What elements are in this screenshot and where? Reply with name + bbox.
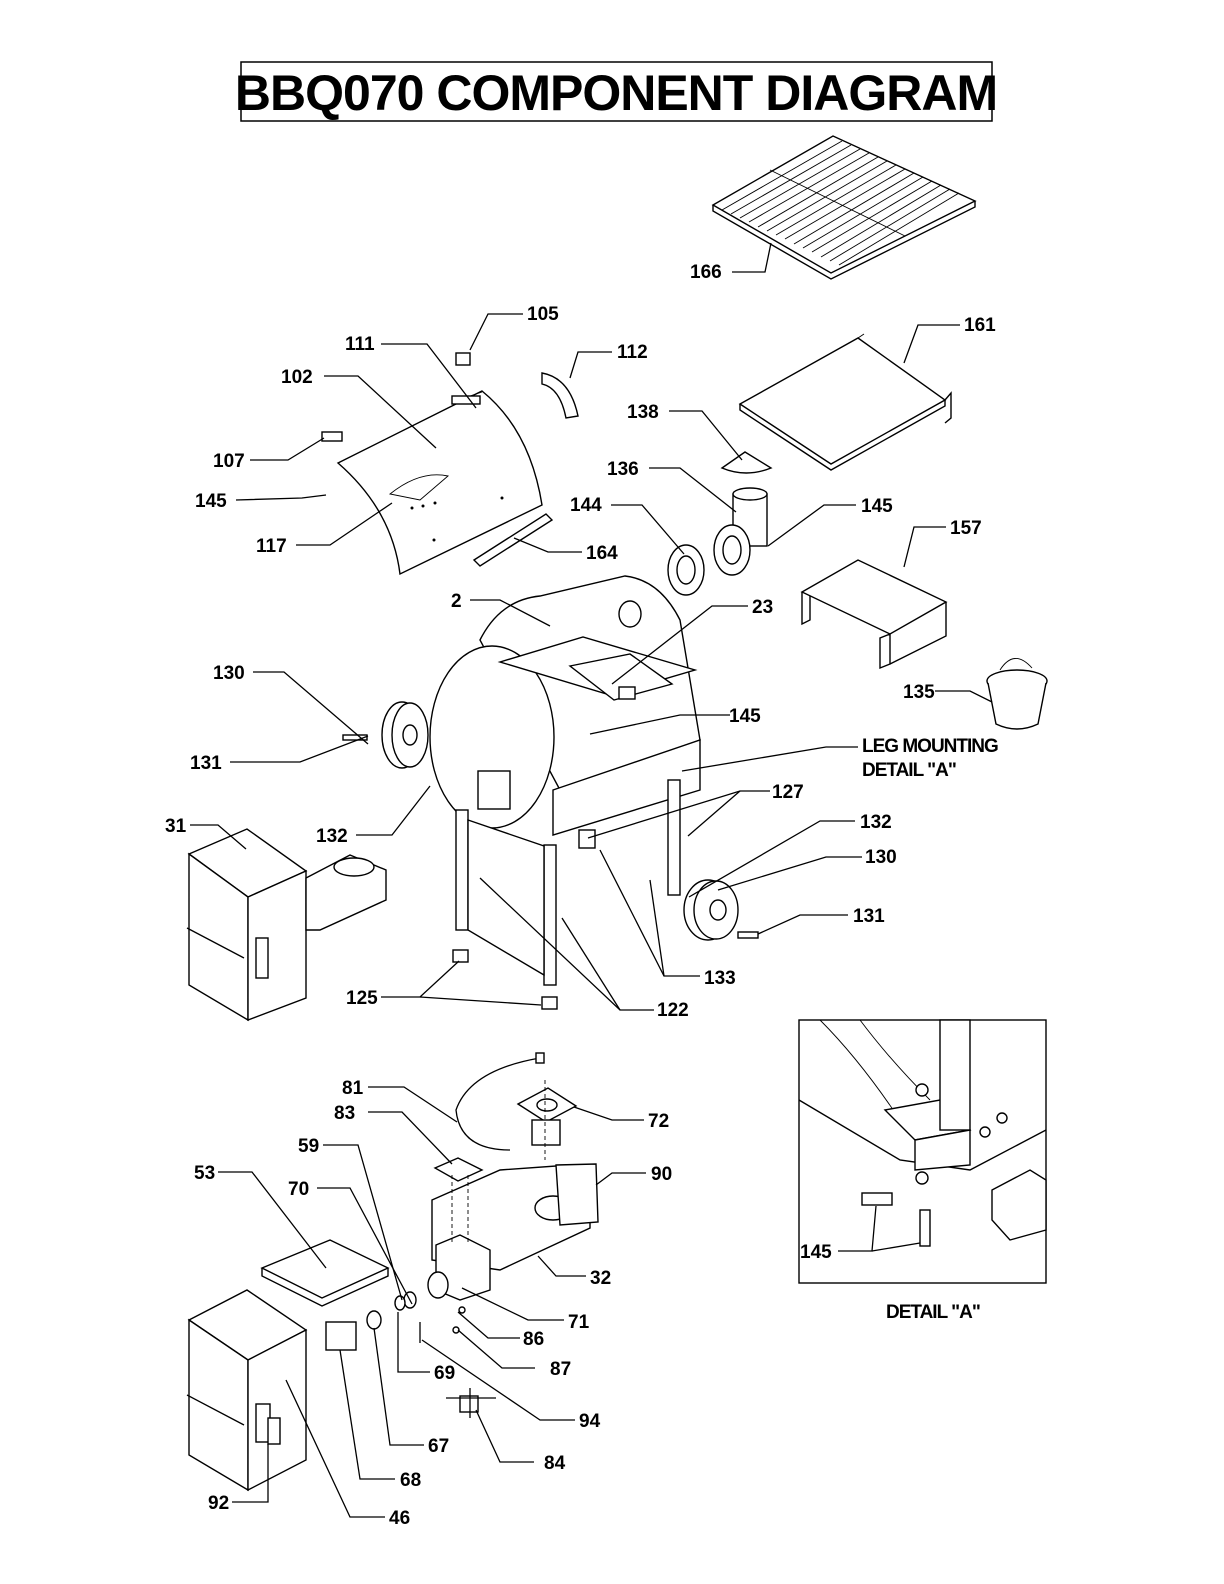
label-70: 70 [288,1179,309,1200]
label-136: 136 [607,459,639,480]
label-46: 46 [389,1508,410,1529]
label-69: 69 [434,1363,455,1384]
label-145-barrel: 145 [729,706,761,727]
label-125: 125 [346,988,378,1009]
label-111: 111 [345,334,375,355]
part-wheel-left [343,702,428,768]
label-71: 71 [568,1312,590,1333]
label-130-left: 130 [213,663,245,684]
part-handle-bracket [542,373,578,418]
label-94: 94 [579,1411,601,1432]
label-145-chimney: 145 [861,496,893,517]
label-145-detail: 145 [800,1242,832,1263]
label-32: 32 [590,1268,611,1289]
part-gasket-square [435,1158,482,1181]
part-barrel [430,576,700,835]
label-23: 23 [752,597,773,618]
label-138: 138 [627,402,659,423]
label-117: 117 [256,536,287,557]
part-hopper-box [187,1290,306,1490]
label-90: 90 [651,1164,672,1185]
detail-a-frame [799,1020,1046,1283]
part-grease-bucket [987,658,1047,729]
label-131-left: 131 [190,753,222,774]
part-tray [262,1240,388,1306]
label-161: 161 [964,315,996,336]
label-53: 53 [194,1163,215,1184]
label-105: 105 [527,304,559,325]
part-controller-fan [446,1388,496,1418]
label-166: 166 [690,262,722,283]
label-67: 67 [428,1436,449,1457]
label-107: 107 [213,451,245,472]
leg-mounting-note-line2: DETAIL "A" [862,760,956,781]
detail-a-caption: DETAIL "A" [886,1302,980,1323]
label-132-left: 132 [316,826,348,847]
part-gasket [668,545,704,595]
label-83: 83 [334,1103,355,1124]
label-86: 86 [523,1329,544,1350]
label-2: 2 [451,591,462,612]
label-144: 144 [570,495,602,516]
label-72: 72 [648,1111,669,1132]
label-133: 133 [704,968,736,989]
label-87: 87 [550,1359,571,1380]
part-chimney-cap [722,452,771,473]
label-81: 81 [342,1078,364,1099]
part-chimney-flange [714,525,750,575]
label-135: 135 [903,682,935,703]
label-92: 92 [208,1493,229,1514]
part-motor-mount [518,1088,576,1145]
label-132-right: 132 [860,812,892,833]
part-shelf-bracket [802,560,946,668]
label-84: 84 [544,1453,566,1474]
label-145-lid: 145 [195,491,227,512]
diagram-title: BBQ070 COMPONENT DIAGRAM [235,65,997,121]
title-block: BBQ070 COMPONENT DIAGRAM [235,62,997,121]
label-102: 102 [281,367,313,388]
label-112: 112 [617,342,648,363]
label-122: 122 [657,1000,689,1021]
part-side-shelf [740,334,951,470]
label-130-right: 130 [865,847,897,868]
label-59: 59 [298,1136,319,1157]
label-131-right: 131 [853,906,885,927]
label-127: 127 [772,782,804,803]
label-164: 164 [586,543,618,564]
label-31: 31 [165,816,187,837]
leg-mounting-note-line1: LEG MOUNTING [862,736,998,757]
part-grill-grate [713,136,975,279]
label-68: 68 [400,1470,421,1491]
label-157: 157 [950,518,982,539]
